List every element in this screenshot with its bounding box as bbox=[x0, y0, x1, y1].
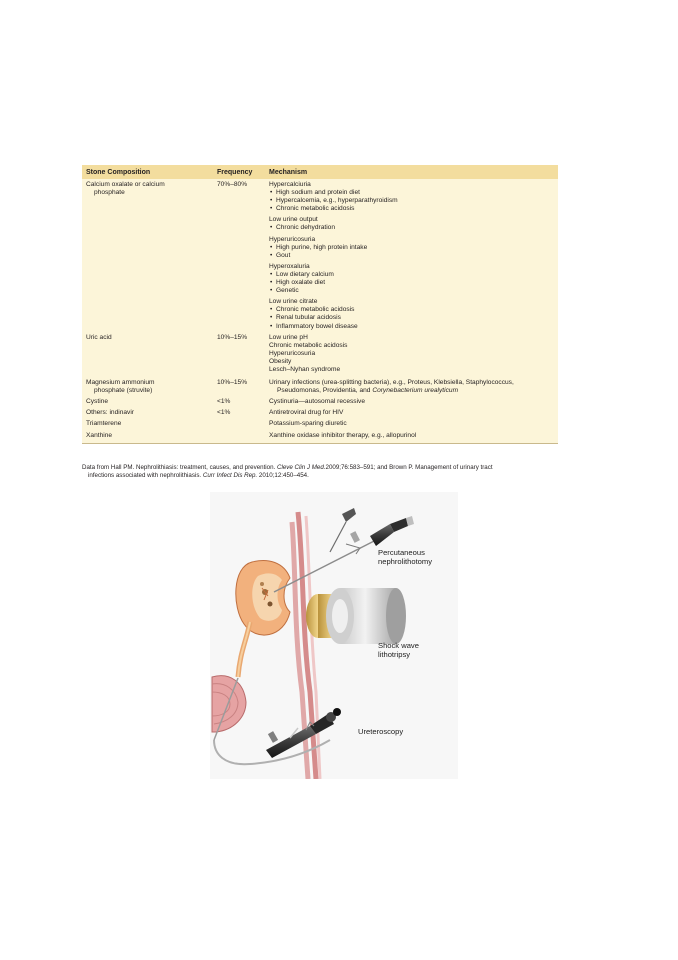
mechanism-cell: Potassium-sparing diuretic bbox=[269, 420, 347, 428]
stone-cell: Others: indinavir bbox=[86, 409, 135, 417]
table-row: Triamterene Potassium-sparing diuretic bbox=[82, 418, 558, 429]
lithotripter-graphic bbox=[306, 588, 406, 644]
mechanism-cell: Antiretroviral drug for HIV bbox=[269, 409, 344, 417]
ureter-graphic bbox=[235, 621, 253, 678]
table-row: Calcium oxalate or calcium phosphate 70%… bbox=[82, 179, 558, 332]
frequency-cell: <1% bbox=[217, 398, 231, 406]
stone-cell: Uric acid bbox=[86, 333, 112, 341]
label-shock-wave-lithotripsy: Shock wave lithotripsy bbox=[378, 641, 419, 660]
mechanism-group: Hyperuricosuria High purine, high protei… bbox=[269, 236, 554, 260]
table-header: Stone Composition Frequency Mechanism bbox=[82, 165, 558, 179]
header-frequency: Frequency bbox=[217, 168, 253, 176]
bladder-graphic bbox=[211, 675, 247, 733]
table-row: Xanthine Xanthine oxidase inhibitor ther… bbox=[82, 430, 558, 443]
kidney-graphic bbox=[235, 560, 291, 636]
mechanism-group: Low urine output Chronic dehydration bbox=[269, 216, 554, 232]
header-mechanism: Mechanism bbox=[269, 168, 308, 176]
frequency-cell: 10%–15% bbox=[217, 333, 248, 341]
stone-cell: Magnesium ammonium phosphate (struvite) bbox=[86, 379, 155, 395]
label-percutaneous-nephrolithotomy: Percutaneous nephrolithotomy bbox=[378, 548, 433, 567]
stone-cell: Cystine bbox=[86, 398, 108, 406]
ureteroscope-graphic bbox=[213, 677, 341, 766]
frequency-cell: 10%–15% bbox=[217, 379, 248, 387]
illustration-svg bbox=[211, 508, 414, 780]
table-row: Cystine <1% Cystinuria—autosomal recessi… bbox=[82, 396, 558, 407]
mechanism-group: Hyperoxaluria Low dietary calcium High o… bbox=[269, 263, 554, 295]
mechanism-cell: Xanthine oxidase inhibitor therapy, e.g.… bbox=[269, 431, 417, 439]
mechanism-group: Low urine citrate Chronic metabolic acid… bbox=[269, 298, 554, 330]
stone-cell: Triamterene bbox=[86, 420, 122, 428]
table-row: Magnesium ammonium phosphate (struvite) … bbox=[82, 375, 558, 396]
frequency-cell: <1% bbox=[217, 409, 231, 417]
mechanism-group: Hypercalciuria High sodium and protein d… bbox=[269, 181, 554, 213]
stone-cell: Xanthine bbox=[86, 431, 113, 439]
header-stone-composition: Stone Composition bbox=[86, 168, 151, 176]
frequency-cell bbox=[217, 420, 269, 428]
label-ureteroscopy: Ureteroscopy bbox=[358, 727, 404, 736]
stone-composition-table: Stone Composition Frequency Mechanism Ca… bbox=[82, 165, 558, 444]
stone-treatment-illustration: Percutaneous nephrolithotomy Shock wave … bbox=[210, 492, 458, 780]
table-row: Others: indinavir <1% Antiretroviral dru… bbox=[82, 407, 558, 418]
mechanism-cell: Urinary infections (urea-splitting bacte… bbox=[269, 379, 514, 395]
source-note: Data from Hall PM. Nephrolithiasis: trea… bbox=[82, 464, 493, 479]
mechanism-cell: Hypercalciuria High sodium and protein d… bbox=[269, 181, 558, 331]
frequency-cell: 70%–80% bbox=[217, 181, 248, 188]
frequency-cell bbox=[217, 432, 269, 440]
table-row: Uric acid 10%–15% Low urine pH Chronic m… bbox=[82, 332, 558, 375]
mechanism-cell: Low urine pH Chronic metabolic acidosis … bbox=[269, 333, 348, 373]
stone-cell: Calcium oxalate or calcium phosphate bbox=[86, 181, 165, 197]
nephroscope-graphic bbox=[273, 508, 414, 593]
mechanism-cell: Cystinuria—autosomal recessive bbox=[269, 398, 366, 406]
